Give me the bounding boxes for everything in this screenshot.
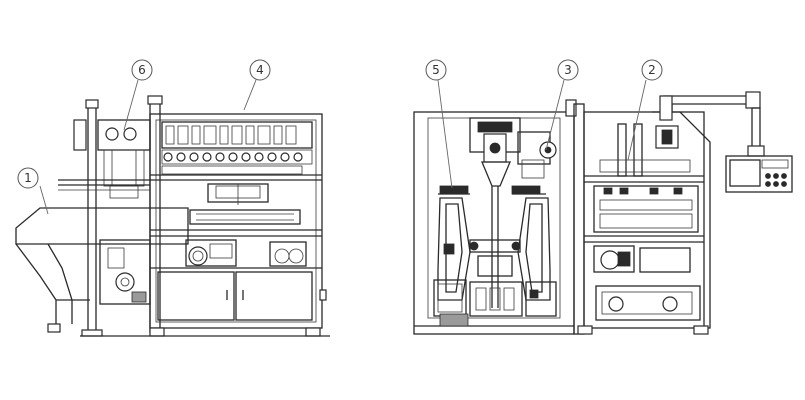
svg-text:2: 2 bbox=[648, 63, 656, 77]
svg-text:5: 5 bbox=[432, 63, 440, 77]
right-machine-view bbox=[413, 91, 793, 335]
svg-text:6: 6 bbox=[138, 63, 146, 77]
svg-text:3: 3 bbox=[564, 63, 572, 77]
left-machine-view bbox=[15, 95, 330, 337]
callout-4: 4 bbox=[243, 59, 271, 111]
callout-6: 6 bbox=[123, 59, 153, 131]
callout-2: 2 bbox=[627, 59, 663, 161]
svg-text:1: 1 bbox=[24, 171, 32, 185]
svg-text:4: 4 bbox=[256, 63, 264, 77]
callout-5: 5 bbox=[425, 59, 453, 189]
callout-1: 1 bbox=[17, 167, 49, 215]
callout-3: 3 bbox=[545, 59, 579, 151]
